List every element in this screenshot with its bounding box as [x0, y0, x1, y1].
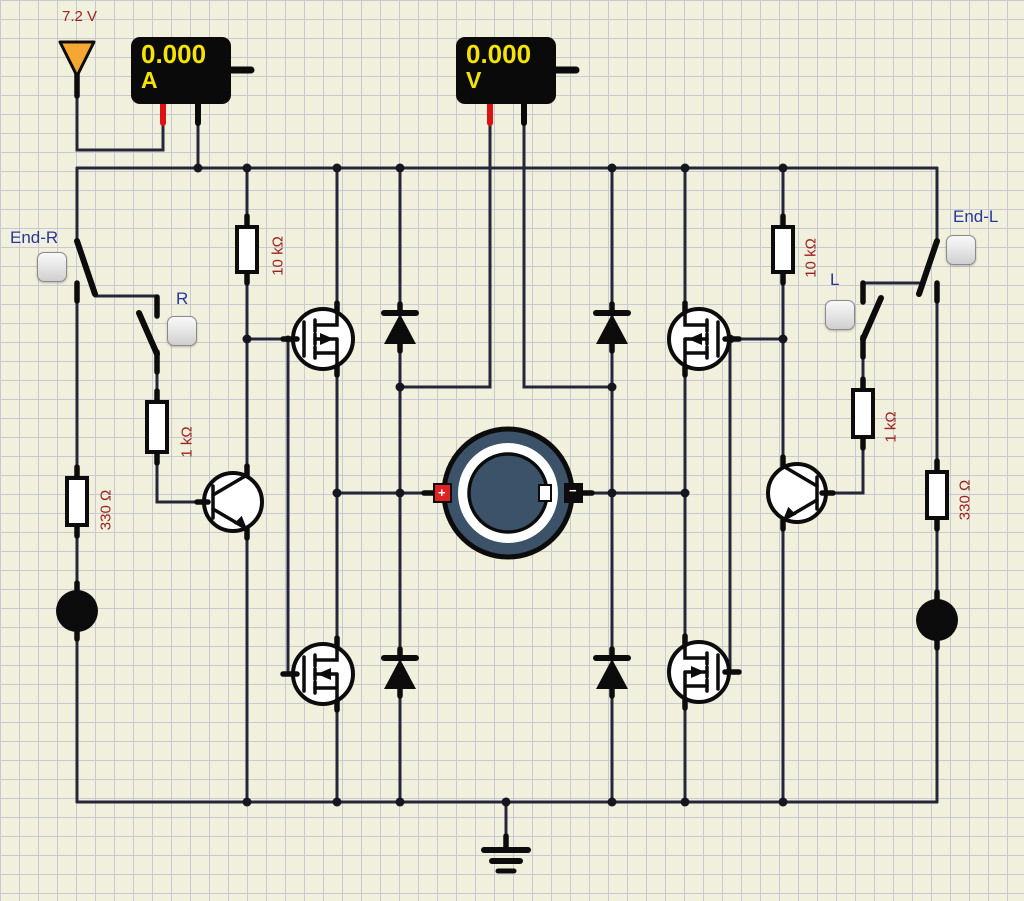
lamp-right[interactable]	[916, 592, 958, 648]
label-l: L	[830, 270, 840, 289]
resistor-330-left[interactable]	[65, 464, 89, 539]
motor-plus-sign: +	[438, 485, 446, 500]
diode-top-left[interactable]	[384, 304, 416, 351]
ammeter[interactable]: 0.000 A	[131, 37, 231, 104]
switch-r[interactable]	[136, 294, 160, 375]
voltmeter[interactable]: 0.000 V	[456, 37, 556, 104]
label-r: R	[176, 289, 189, 308]
motor-terminal-minus	[564, 483, 583, 503]
ammeter-value: 0.000	[141, 39, 207, 69]
ground-symbol[interactable]	[481, 833, 531, 874]
ammeter-leads	[160, 66, 255, 126]
motor[interactable]	[421, 426, 595, 560]
button-r[interactable]	[167, 316, 197, 346]
resistor-10k-right[interactable]	[771, 213, 795, 286]
mosfet-high-left[interactable]	[283, 303, 353, 375]
mosfet-low-left[interactable]	[283, 638, 353, 710]
diode-bottom-left[interactable]	[384, 649, 416, 696]
label-end-r: End-R	[10, 228, 59, 247]
diode-top-right[interactable]	[596, 304, 628, 351]
motor-minus-sign: −	[569, 483, 577, 498]
transistor-left[interactable]	[197, 466, 262, 538]
label-330-right: 330 Ω	[956, 479, 974, 521]
resistor-1k-left[interactable]	[145, 388, 169, 466]
button-end-l[interactable]	[946, 235, 976, 265]
voltage-source[interactable]	[58, 40, 96, 99]
transistor-right[interactable]	[768, 457, 833, 529]
motor-terminal-plus	[433, 483, 452, 503]
voltmeter-value: 0.000	[466, 39, 532, 69]
lamp-left[interactable]	[56, 583, 98, 639]
switch-end-r[interactable]	[74, 238, 98, 304]
label-330-left: 330 Ω	[97, 489, 115, 531]
resistor-330-right[interactable]	[925, 458, 949, 532]
label-10k-right: 10 kΩ	[802, 238, 820, 278]
label-1k-right: 1 kΩ	[882, 411, 900, 443]
label-1k-left: 1 kΩ	[178, 426, 196, 458]
resistor-1k-right[interactable]	[851, 376, 875, 451]
button-end-r[interactable]	[37, 252, 67, 282]
resistor-10k-left[interactable]	[235, 213, 259, 286]
voltmeter-unit: V	[466, 67, 482, 94]
label-end-l: End-L	[953, 207, 999, 226]
source-voltage-label: 7.2 V	[62, 8, 98, 25]
ammeter-unit: A	[141, 67, 158, 94]
voltmeter-leads	[487, 66, 580, 126]
diode-bottom-right[interactable]	[596, 649, 628, 696]
label-10k-left: 10 kΩ	[269, 236, 287, 276]
junction-dots	[193, 163, 788, 807]
switch-l[interactable]	[860, 280, 884, 360]
button-l[interactable]	[825, 300, 855, 330]
switch-end-l[interactable]	[916, 238, 940, 304]
